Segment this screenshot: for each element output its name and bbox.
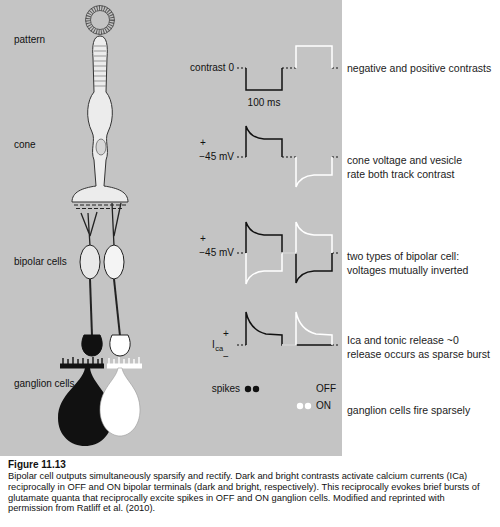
bipolar-soma bbox=[104, 245, 124, 279]
bipolar-terminal bbox=[82, 335, 102, 356]
polarity-sign: + bbox=[223, 328, 229, 340]
description: rate both track contrast bbox=[347, 168, 454, 180]
description: release occurs as sparse burst bbox=[347, 348, 490, 360]
contrast-trace bbox=[237, 46, 339, 90]
polarity-sign: + bbox=[200, 233, 206, 245]
baseline bbox=[237, 157, 339, 158]
ganglion-soma bbox=[100, 368, 140, 436]
off-spike bbox=[245, 386, 251, 392]
description: negative and positive contrasts bbox=[347, 62, 491, 74]
dendritic-spines bbox=[109, 357, 139, 366]
off-spike bbox=[253, 386, 259, 392]
cone-body bbox=[72, 36, 128, 202]
on-ganglion-cell bbox=[100, 357, 142, 436]
cone-cell bbox=[72, 36, 128, 209]
bipolar-voltage-traces bbox=[237, 222, 339, 284]
off-bipolar-cell bbox=[80, 212, 102, 356]
on-spike bbox=[297, 403, 303, 409]
calcium-current-traces bbox=[237, 312, 339, 345]
outer-segment-discs bbox=[94, 46, 106, 86]
current-subscript: ca bbox=[215, 345, 223, 354]
description: Ica and tonic release ~0 bbox=[347, 334, 459, 346]
polarity-sign: − bbox=[223, 351, 229, 363]
polarity-sign: + bbox=[200, 137, 206, 149]
baseline bbox=[237, 68, 339, 69]
ring-texture bbox=[88, 8, 112, 32]
cell-type-label: OFF bbox=[316, 383, 336, 395]
row-label: cone bbox=[14, 139, 36, 151]
pattern-ring bbox=[86, 6, 115, 35]
on-bipolar-cell bbox=[104, 203, 130, 356]
cone-voltage-trace bbox=[237, 126, 339, 187]
voltage-label: −45 mV bbox=[199, 247, 234, 259]
on-spike bbox=[305, 403, 311, 409]
bipolar-axon bbox=[90, 279, 92, 336]
description: ganglion cells fire sparsely bbox=[347, 404, 470, 416]
synaptic-ribbons bbox=[76, 208, 124, 209]
ring-outline bbox=[91, 11, 110, 30]
row-label: ganglion cells bbox=[14, 378, 75, 390]
voltage-trace bbox=[296, 157, 332, 187]
synaptic-ribbons bbox=[74, 204, 126, 205]
voltage-trace bbox=[246, 126, 282, 157]
negative-step bbox=[246, 68, 282, 90]
current-symbol: I bbox=[212, 339, 215, 351]
bipolar-axon bbox=[114, 279, 120, 336]
trace-label: contrast 0 bbox=[190, 62, 234, 74]
positive-step bbox=[296, 46, 332, 68]
row-label: pattern bbox=[14, 34, 45, 46]
voltage-label: −45 mV bbox=[199, 151, 234, 163]
figure-title: Figure 11.13 bbox=[8, 459, 66, 470]
dendritic-spines bbox=[63, 357, 102, 366]
cone-nucleus bbox=[96, 139, 106, 155]
cell-type-label: ON bbox=[316, 400, 331, 412]
spike-dots bbox=[245, 386, 311, 409]
trace-label: spikes bbox=[212, 383, 240, 395]
row-label: bipolar cells bbox=[14, 256, 67, 268]
description: voltages mutually inverted bbox=[347, 264, 468, 276]
bipolar-terminal bbox=[110, 335, 130, 356]
on-current-trace bbox=[282, 312, 332, 345]
description: two types of bipolar cell: bbox=[347, 250, 459, 262]
panel-ground bbox=[0, 0, 342, 456]
scale-label: 100 ms bbox=[248, 97, 281, 109]
off-voltage-trace bbox=[246, 222, 332, 283]
bipolar-dendrites bbox=[81, 212, 97, 246]
figure-caption: Bipolar cell outputs simultaneously spar… bbox=[8, 471, 492, 514]
bipolar-soma bbox=[80, 245, 100, 279]
description: cone voltage and vesicle bbox=[347, 154, 462, 166]
bipolar-dendrites bbox=[112, 203, 121, 246]
on-voltage-trace bbox=[246, 222, 332, 284]
ring-outline bbox=[86, 6, 115, 35]
off-current-trace bbox=[246, 312, 332, 345]
